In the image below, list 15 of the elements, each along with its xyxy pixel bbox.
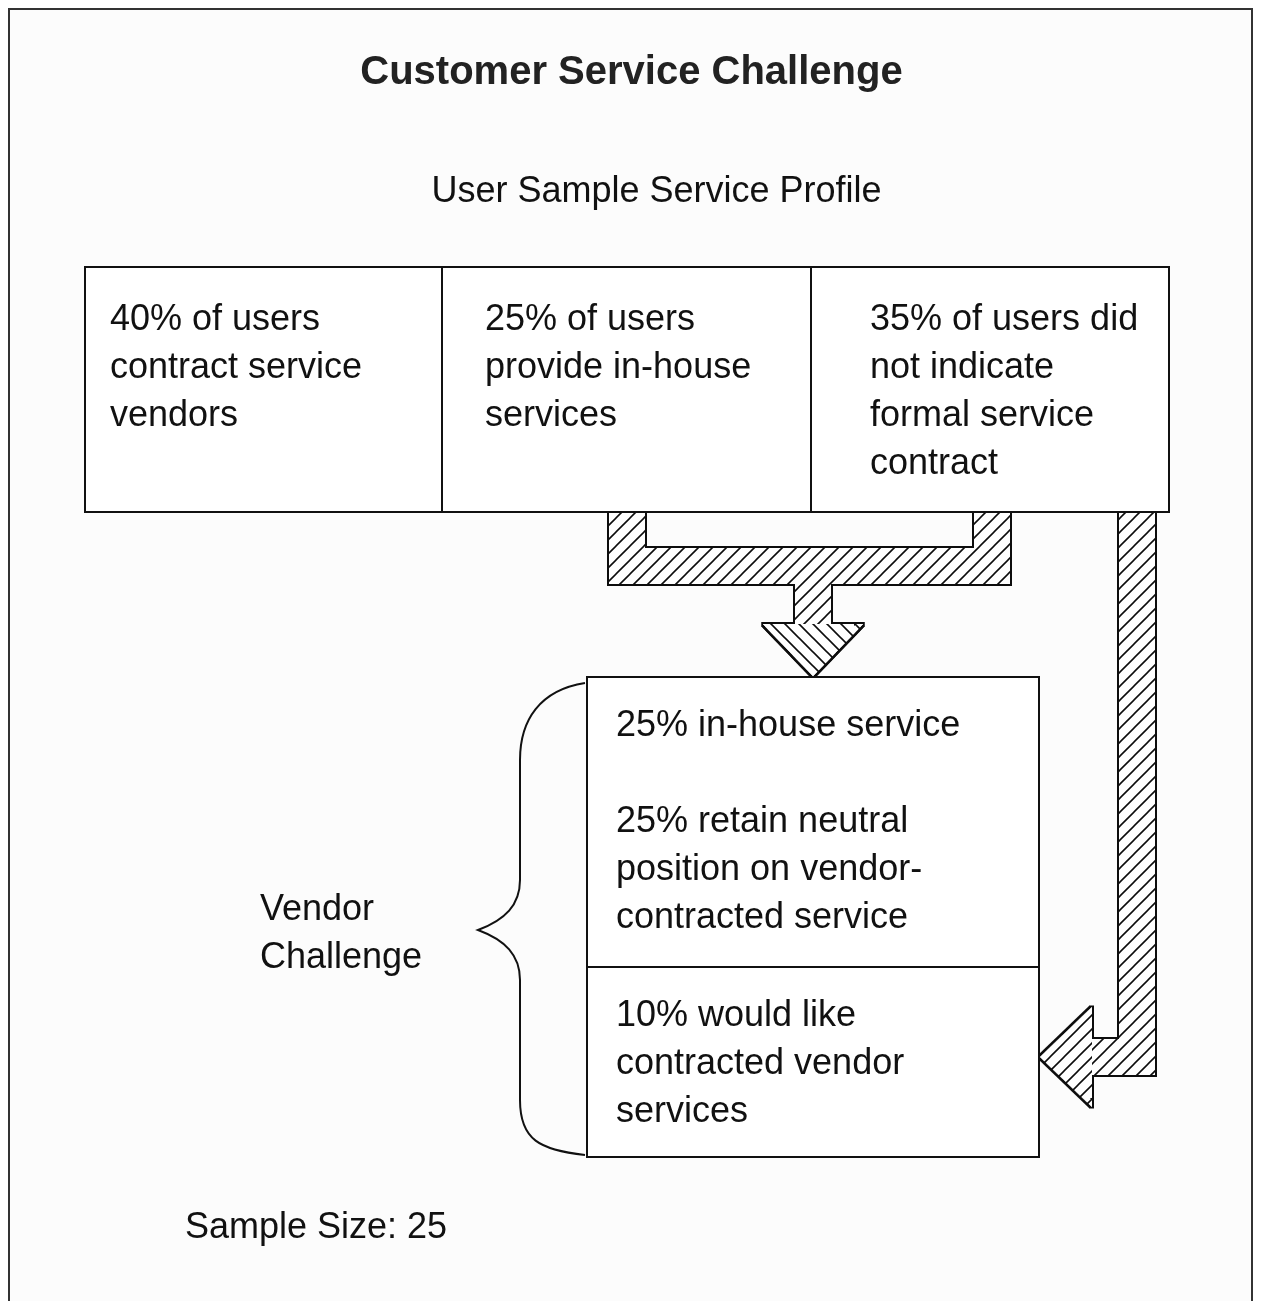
text-box: [441, 266, 812, 513]
text-box: [810, 266, 1170, 513]
box-text: 25% retain neutral position on vendor-contracted service: [616, 798, 924, 938]
subtitle: User Sample Service Profile: [430, 168, 883, 212]
box-text: 25% of users provide in-house services: [485, 296, 753, 436]
brace-label: Vendor Challenge: [260, 886, 424, 978]
text-box: [586, 676, 1040, 968]
box-text: 25% in-house service: [616, 702, 962, 746]
box-text: 10% would like contracted vendor services: [616, 992, 906, 1132]
text-box: [586, 966, 1040, 1158]
text-box: [84, 266, 443, 513]
box-text: 40% of users contract service vendors: [110, 296, 364, 436]
box-text: 35% of users did not indicate formal service contract: [870, 296, 1140, 484]
sample-size-note: Sample Size: 25: [185, 1204, 449, 1248]
diagram-title: Customer Service Challenge: [359, 48, 904, 93]
